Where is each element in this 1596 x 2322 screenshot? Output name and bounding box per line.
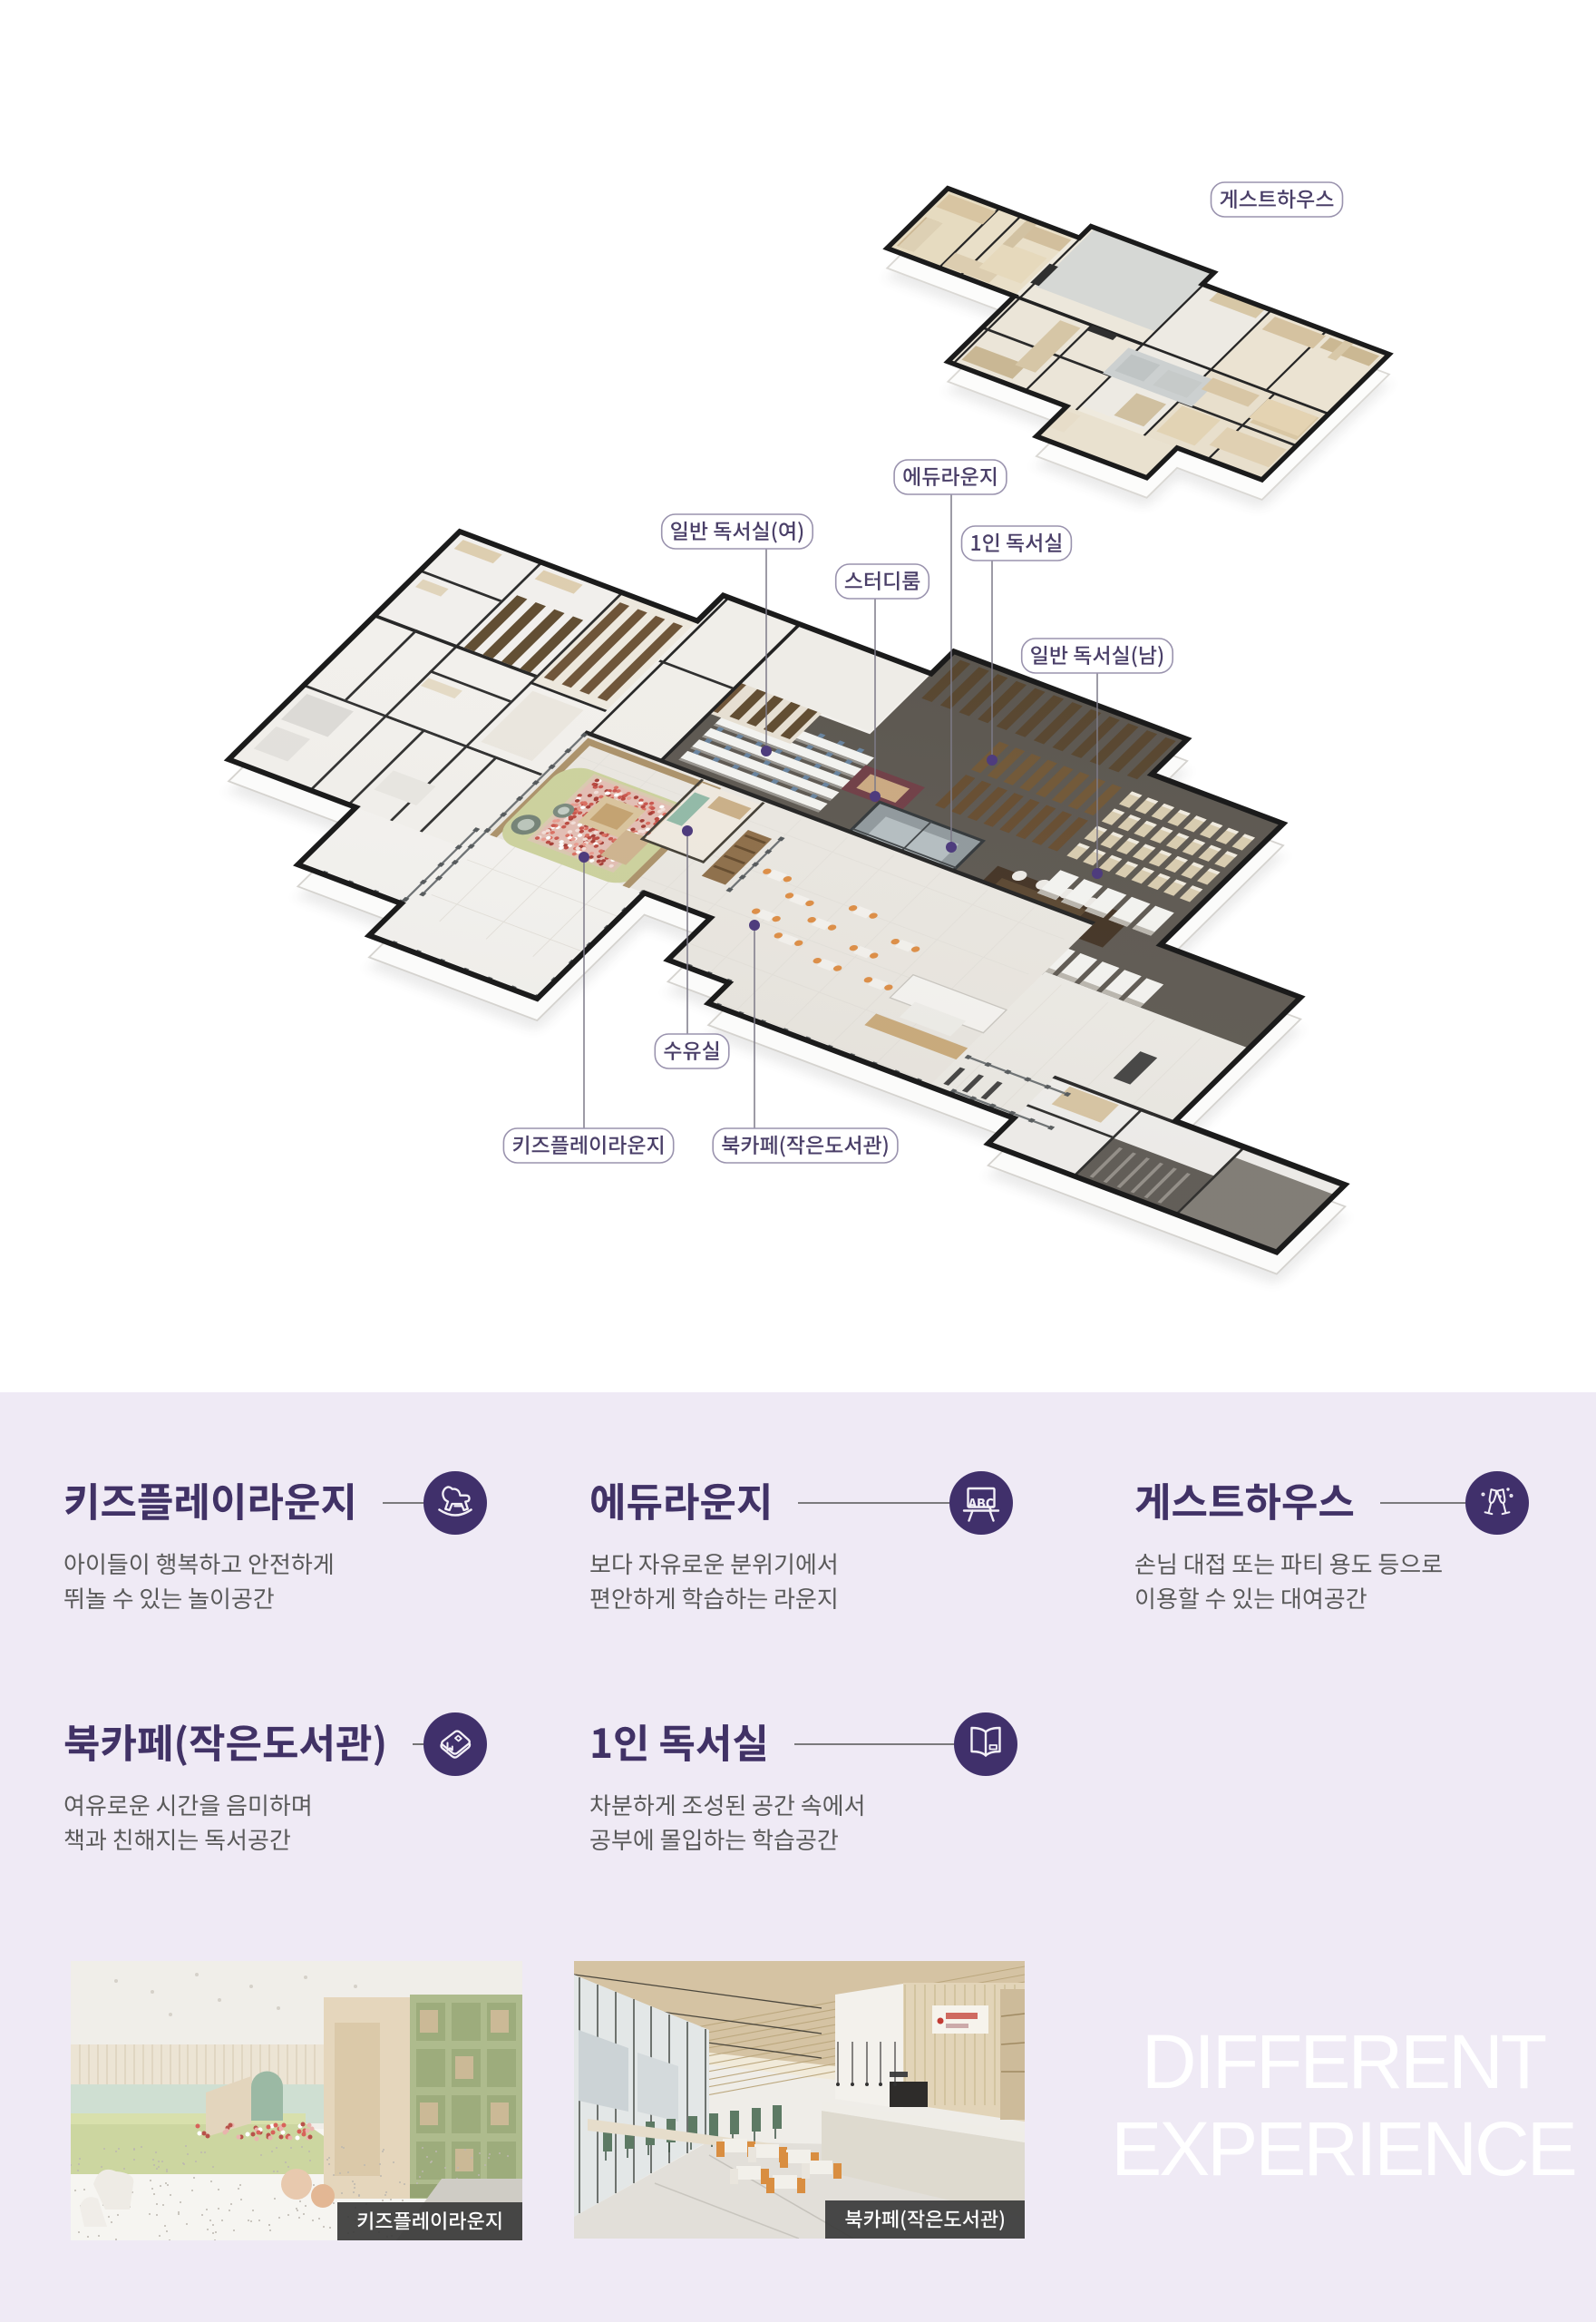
svg-text:EXPERIENCE: EXPERIENCE [1111,2106,1575,2191]
svg-text:DIFFERENT: DIFFERENT [1142,2019,1546,2104]
